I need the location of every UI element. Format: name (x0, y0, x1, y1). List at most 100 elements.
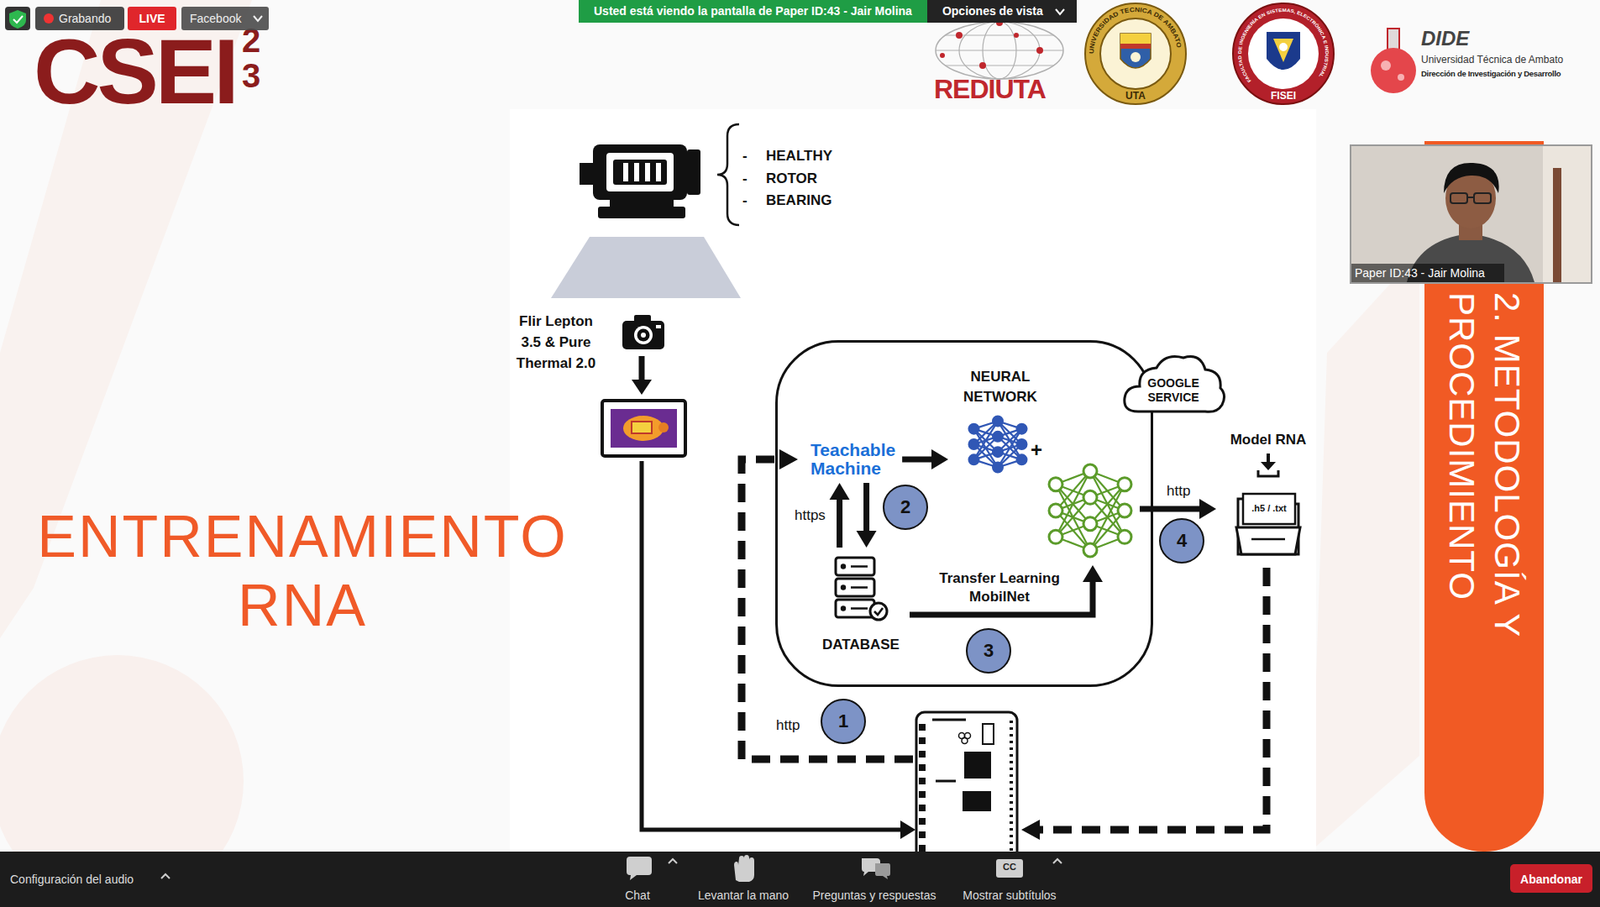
folder-icon-part (1236, 527, 1301, 555)
recording-bar-part (43, 13, 54, 24)
neural-net-icon-part (1083, 464, 1097, 478)
live-badge: LIVE (127, 10, 177, 27)
leave-button: Abandonar (1510, 871, 1593, 887)
conference-logo: CSEI (33, 25, 237, 118)
raspberry-pi-board-part (918, 723, 926, 852)
node-text: Model RNA (1219, 430, 1317, 451)
seal-ring-text: FACULTAD DE INGENIERÍA EN SISTEMAS, ELEC… (1237, 7, 1330, 84)
folder-icon-part (1243, 493, 1296, 525)
callout-number: 1 (820, 698, 866, 745)
speaker-video-part (1467, 196, 1475, 199)
recording-bar-part (35, 6, 125, 31)
toolbar-item: Mostrar subtítulos (954, 887, 1065, 903)
list-dash: - (742, 192, 748, 210)
raspberry-pi-board-part (916, 712, 1018, 864)
speaker-video-part (1552, 167, 1562, 283)
chevron-part (1055, 9, 1065, 15)
connector-label: http (1164, 482, 1193, 501)
speaker-video-part (1542, 146, 1591, 283)
camera-to-screen-arrow-part (639, 356, 646, 382)
arrow-head (1199, 498, 1217, 520)
database-icon-part (835, 599, 875, 618)
raspberry-pi-board-part (935, 780, 956, 783)
database-icon-part (835, 557, 875, 576)
motor-icon-part (655, 162, 661, 182)
toolbar-icons-part (161, 874, 170, 879)
dide-flask-icon-part (1387, 28, 1400, 51)
motor-icon-part (598, 206, 686, 219)
raspberry-pi-board-part (1009, 720, 1013, 852)
logo-name: DIDE (1421, 26, 1469, 51)
recording-bar-part (5, 6, 31, 31)
neural-net-icon-part (993, 416, 1003, 426)
neural-net-icon-part (969, 455, 979, 465)
database-icon-part (850, 607, 868, 610)
camera-icon-part (655, 325, 661, 329)
camera-icon-part (634, 325, 653, 345)
neural-net-icon-part (969, 424, 979, 434)
recording-bar-part (9, 10, 27, 29)
rediuta-globe-part (935, 21, 1064, 79)
connector-line (836, 499, 843, 548)
raspberry-pi-board-part (961, 738, 968, 745)
database-node: DATABASE (818, 552, 907, 661)
speaker-video-part (1474, 193, 1491, 204)
connector-label: https (792, 506, 829, 525)
seal-ring-text: UNIVERSIDAD TECNICA DE AMBATO (1087, 5, 1184, 54)
raspberry-pi-board-part (964, 751, 992, 779)
uta-seal-part (1100, 18, 1171, 90)
database-icon-part (840, 584, 846, 590)
teachable-machine-node: Teachable Machine (810, 440, 896, 478)
thermal-screen-icon (602, 400, 686, 457)
fisei-seal-part (1273, 38, 1294, 63)
logo-subtitle: Dirección de Investigación y Desarrollo (1421, 68, 1561, 79)
toolbar-item: Preguntas y respuestas (807, 887, 942, 903)
slide-title: ENTRENAMIENTO RNA (16, 502, 588, 640)
motor-icon-part (623, 162, 629, 182)
stream-target: Facebook (189, 10, 242, 27)
download-icon-part (1260, 461, 1276, 471)
connector-line (863, 482, 870, 531)
arrow-head (931, 449, 949, 470)
download-icon-part (1258, 470, 1279, 477)
recording-status: Grabando (58, 10, 111, 27)
neural-net-icon-part (993, 447, 1003, 457)
rediuta-globe-part (939, 52, 945, 58)
model-to-board-dashed-link-part (1021, 819, 1040, 840)
neural-net-icon-part (1117, 477, 1132, 492)
fisei-seal: FACULTAD DE INGENIERÍA EN SISTEMAS, ELEC… (1232, 3, 1334, 105)
rediuta-globe (935, 19, 1064, 79)
neural-net-icon-part (1017, 424, 1027, 434)
camera-node: Flir Lepton 3.5 & Pure Thermal 2.0 (508, 307, 670, 378)
logo-name: UTA (1117, 89, 1155, 102)
database-icon-part (874, 608, 883, 615)
motor-icon-part (645, 162, 651, 182)
motor-icon-part (609, 199, 674, 208)
neural-net-icon (966, 414, 1029, 475)
screen-to-board-wire-part (641, 461, 903, 830)
toolbar-item: Chat (597, 887, 678, 903)
database-icon-part (840, 563, 846, 569)
connector-arrow (902, 449, 949, 470)
list-dash: - (742, 170, 748, 188)
dide-flask-icon-part (1370, 47, 1417, 94)
raspberry-pi-board-part (982, 723, 994, 745)
view-options-button: Opciones de vista (927, 0, 1077, 23)
rediuta-globe-part (945, 64, 1054, 66)
toolbar-icons-part (996, 859, 1023, 878)
neural-net-icon-part (1117, 529, 1132, 544)
motor-icon-part (687, 149, 701, 195)
rediuta-globe-part (935, 49, 1064, 51)
logo-name: FISEI (1264, 89, 1302, 102)
dide-flask-icon-part (1397, 73, 1405, 81)
list-dash: - (742, 147, 748, 165)
raspberry-pi-board (916, 712, 1018, 864)
motor-icon-part (579, 162, 595, 185)
dide-flask-icon (1370, 28, 1417, 94)
fault-class: ROTOR (765, 170, 818, 188)
raspberry-pi-board-part (962, 791, 992, 812)
screen-to-board-wire-part (900, 820, 916, 840)
connector-arrow (909, 565, 1103, 615)
meeting-toolbar (0, 851, 1600, 907)
rediuta-globe-part (979, 62, 987, 69)
